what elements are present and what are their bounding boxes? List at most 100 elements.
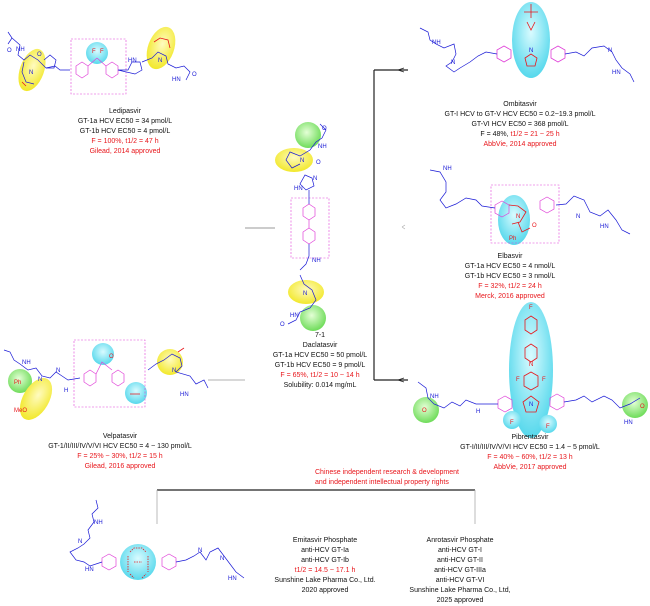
core-box [290,197,330,259]
compound-name: Pibrentasvir [511,434,549,441]
highlight-yellow [146,26,176,70]
highlight-cyan [86,42,108,64]
atom-N: N [529,362,533,368]
connector-lines [156,67,476,524]
atom-N: N [303,291,307,297]
atom-HN: HN [85,567,94,573]
pk-line: F = 40% ~ 60%, t1/2 = 13 h [487,454,573,461]
atom-NH: NH [312,258,321,264]
approval-line: Merck, 2016 approved [475,293,545,300]
atom-O: O [640,404,645,410]
pk-line: F = 48%, t1/2 = 21 ~ 25 h [420,130,620,140]
atom-HN: HN [600,224,609,230]
activity-line: GT-1a HCV EC50 = 34 pmol/L [77,118,173,125]
activity-line: anti-HCV GT-Ib [301,557,349,564]
highlight-green [295,122,321,148]
atom-NH: NH [22,360,31,366]
spiro-highlight [21,37,171,87]
atom-N: N [78,539,82,545]
highlight-cyan [498,195,530,245]
pk-line: t1/2 = 14.5 ~ 17.1 h [294,567,356,574]
atom-H: H [64,388,68,394]
biphenyl-core [302,203,316,245]
activity-line: GT-1a HCV EC50 = 4 nmol/L [464,263,556,270]
atom-Ph: Ph [14,380,21,386]
atom-O: O [7,48,12,54]
approval-line: AbbVie, 2014 approved [483,141,557,148]
company-line: Sunshine Lake Pharma Co., Ltd, [409,587,511,594]
atom-F: F [92,49,96,55]
atom-N: N [529,402,533,408]
activity-line: GT-VI HCV EC50 = 368 pmol/L [471,121,569,128]
compound-name: Ledipasvir [109,108,141,115]
fluorene-core [75,57,119,79]
structure-velpatasvir: NH Ph MeO N O N H N HN [3,339,209,420]
caption-anrotasvir: Anrotasvir Phosphate anti-HCV GT-I anti-… [400,536,520,606]
approval-line: AbbVie, 2017 approved [493,464,567,471]
atom-N: N [38,377,42,383]
arrow-elbasvir [401,224,406,230]
highlight-green [622,392,648,418]
compound-name: Velpatasvir [102,433,138,440]
compound-id: 7-1 [314,332,326,339]
benzoxazine-ring [508,204,531,233]
caption-daclatasvir: 7-1 Daclatasvir GT-1a HCV EC50 = 50 pmol… [245,331,395,391]
structure-ledipasvir: F F NH N O O HN N HN O [7,26,197,95]
atom-HN: HN [180,392,189,398]
activity-line: GT-1b HCV EC50 = 3 nmol/L [464,273,556,280]
activity-line: GT-1a HCV EC50 = 50 pmol/L [272,352,368,359]
caption-pibrentasvir: Pibrentasvir GT-I/II/III/IV/V/VI HCV EC5… [430,433,630,473]
activity-line: GT-I/II/III/IV/V/VI HCV EC50 = 1.4 ~ 5 p… [460,444,600,451]
chromene-core [83,361,125,387]
atom-O: O [37,52,42,58]
structure-elbasvir: NH N O Ph N HN [429,166,631,245]
approval-line: Gilead, 2016 approved [84,463,156,470]
scaffold-bonds [69,499,245,579]
atom-O: O [316,160,321,166]
highlight-green [413,397,439,423]
structure-daclatasvir: NH N HN N O O NH N HN O [275,122,330,331]
atom-N: N [198,548,202,554]
caption-emitasvir: Emitasvir Phosphate anti-HCV GT-Ia anti-… [260,536,390,596]
atom-N: N [608,48,612,54]
approval-line: Gilead, 2014 approved [89,148,161,155]
scaffold-bonds [429,169,631,235]
atom-N: N [220,556,224,562]
atom-NH: NH [430,394,439,400]
atom-O: O [192,72,197,78]
structure-pibrentasvir: F N F F N F F O O NH H HN [413,302,648,438]
compound-name: Elbasvir [497,253,523,260]
highlight-cyan [512,2,550,78]
phenyl-rings [497,393,565,413]
compound-name: Daclatasvir [302,342,338,349]
compound-name: Ombitasvir [503,101,537,108]
atom-N: N [56,368,60,374]
highlight-cyan [125,382,147,404]
activity-line: anti-HCV GT-I [438,547,482,554]
approval-line: 2020 approved [301,587,349,594]
activity-line: anti-HCV GT-IIIa [434,567,486,574]
atom-O: O [532,223,537,229]
caption-ombitasvir: Ombitasvir GT-I HCV to GT-V HCV EC50 = 0… [420,100,620,150]
atom-F: F [542,377,546,383]
phenyl-rings [496,45,566,63]
bicyclic-core [127,547,149,579]
solubility-line: Solubility: 0.014 mg/mL [283,382,357,389]
atom-O: O [322,126,327,132]
atom-HN: HN [290,313,299,319]
scaffold-bonds [417,381,641,409]
caption-ledipasvir: Ledipasvir GT-1a HCV EC50 = 34 pmol/L GT… [40,107,210,157]
indole-core [494,196,555,218]
pk-line: F = 25% ~ 30%, t1/2 = 15 h [77,453,163,460]
highlight-cyan [92,343,114,365]
atom-N: N [576,214,580,220]
atom-NH: NH [16,47,25,53]
highlight-yellow [157,349,183,375]
half-life: t1/2 = 21 ~ 25 h [510,131,560,138]
atom-HN: HN [612,70,621,76]
structure-ombitasvir: NH N N N HN [419,2,635,83]
activity-line: GT-I HCV to GT-V HCV EC50 = 0.2~19.3 pmo… [444,111,596,118]
highlight-green [8,369,32,393]
highlight-yellow [19,378,53,420]
